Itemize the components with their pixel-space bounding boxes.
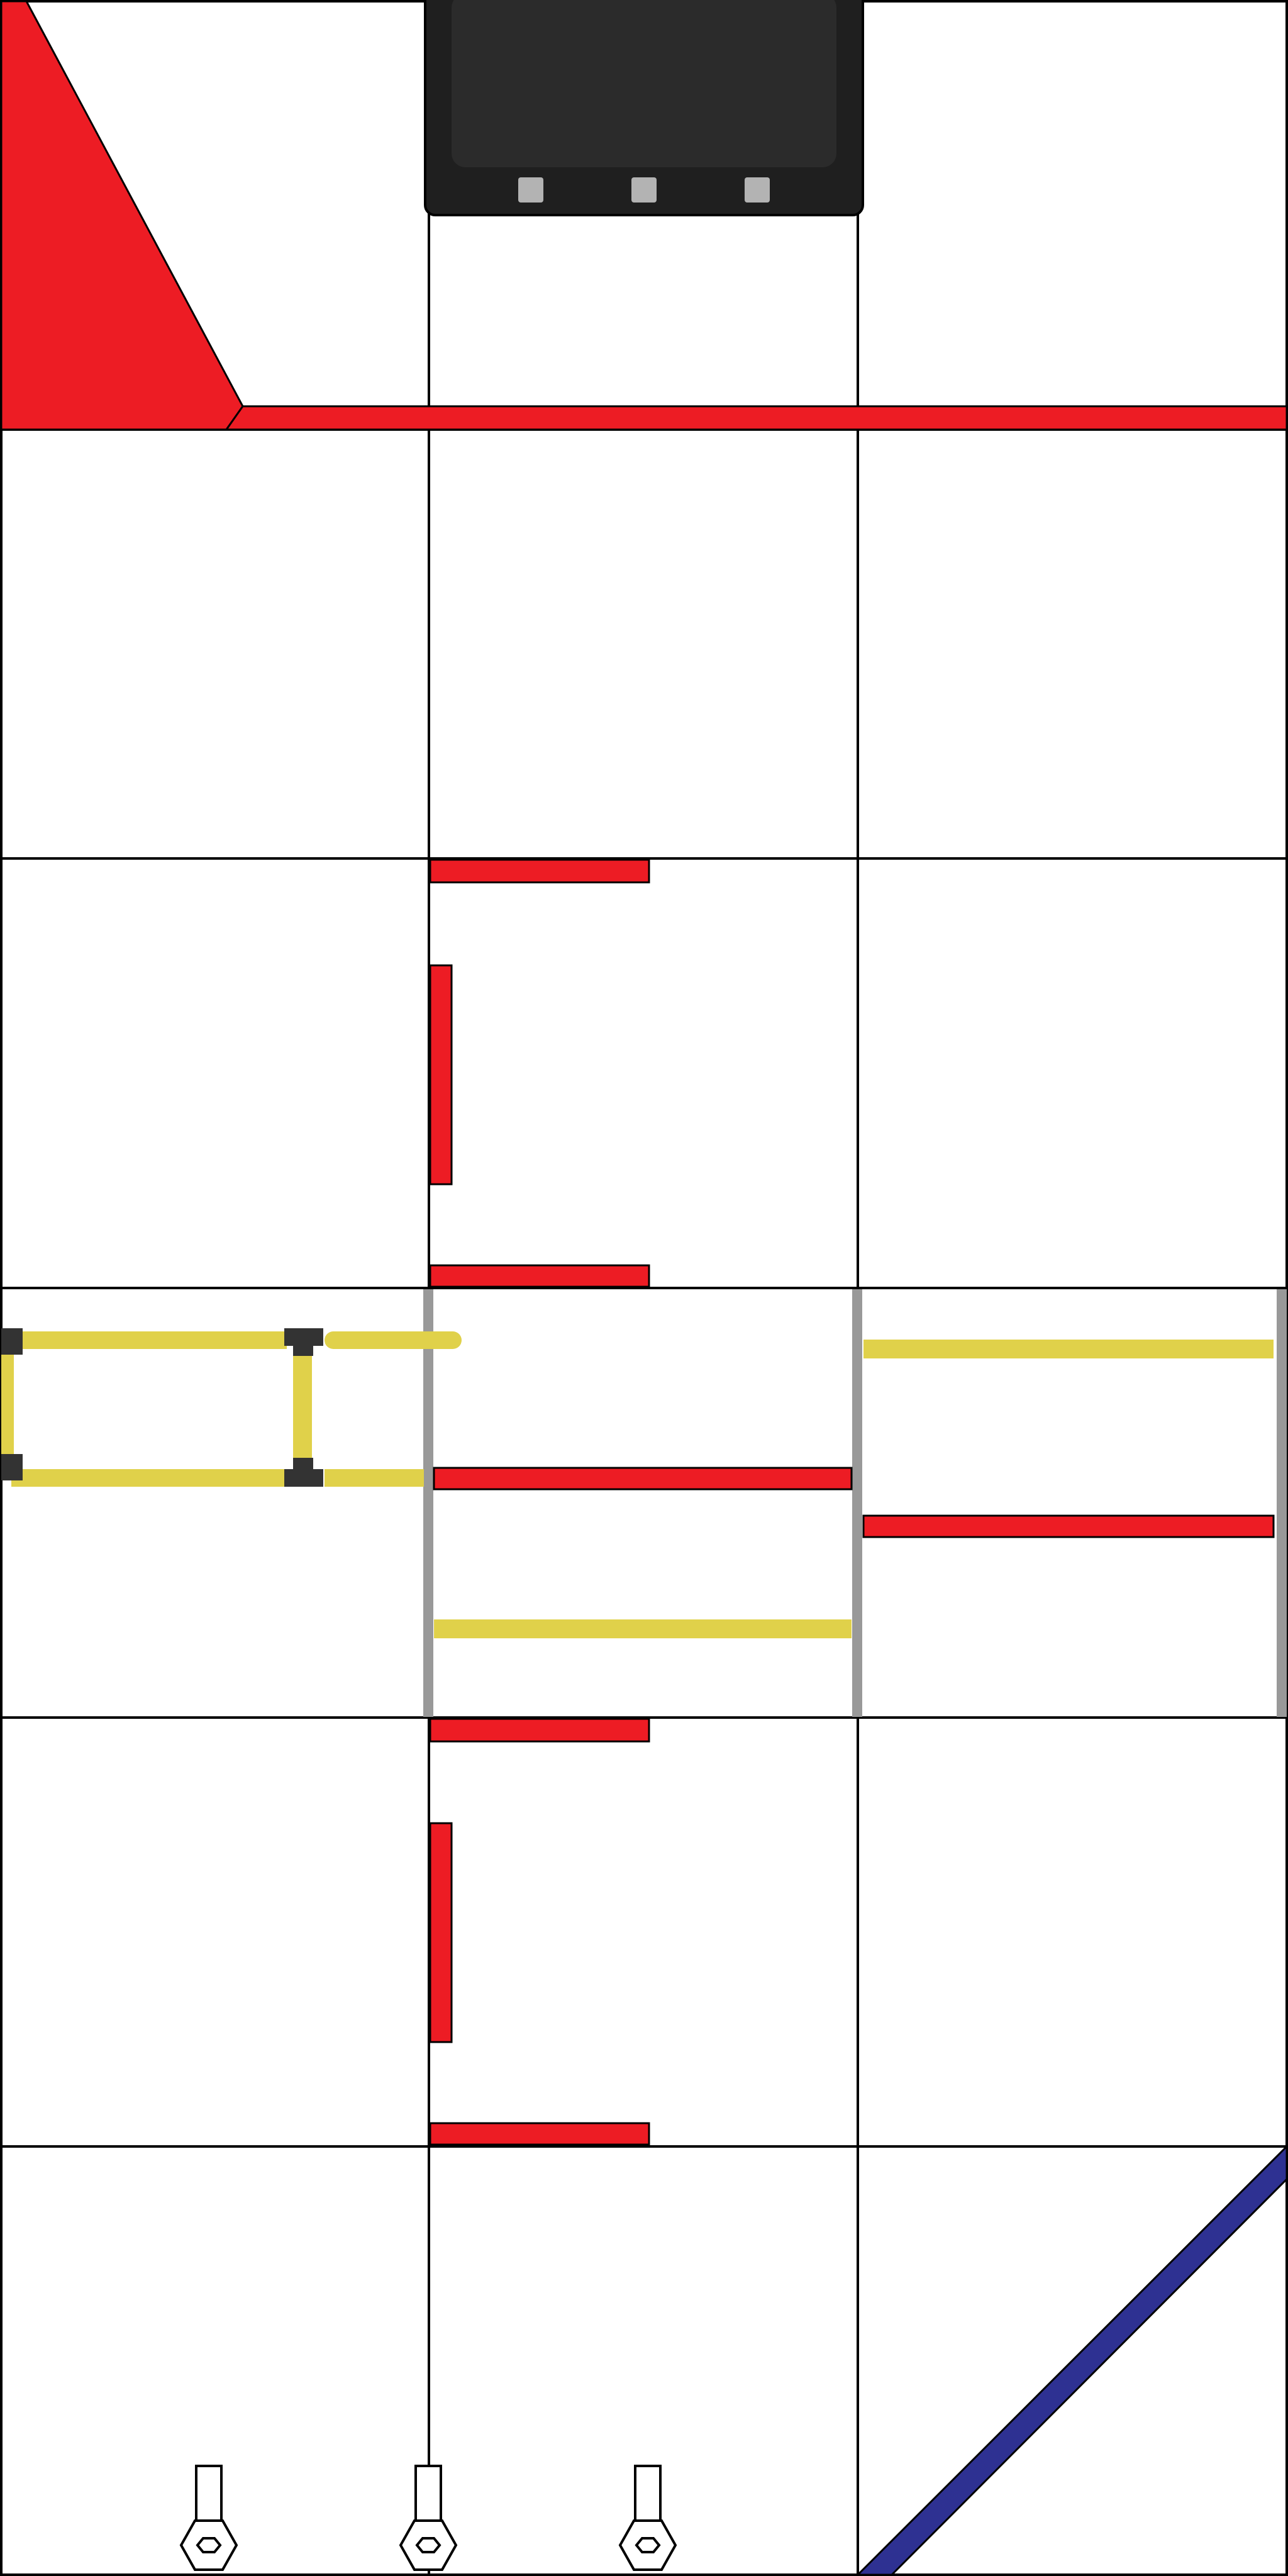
pin-3-stem [634, 2465, 662, 2522]
yellow-bar-middle [434, 1619, 852, 1638]
hex-nut-pin-icon[interactable] [179, 2465, 238, 2571]
console-screen [452, 0, 836, 167]
gray-post-right [1277, 1289, 1287, 1717]
red-wall-lower-top [429, 1718, 650, 1743]
console-button-1[interactable] [518, 177, 543, 203]
red-bar-middle [433, 1467, 853, 1491]
row4-mid-and-right-bars [433, 1340, 1275, 1638]
red-wall-lower-side [429, 1822, 453, 2043]
pin-2-hole [415, 2537, 441, 2553]
connector-top-mid-stem [293, 1346, 313, 1356]
pin-3-hole [635, 2537, 661, 2553]
pin-1-stem [195, 2465, 223, 2522]
yellow-rail-mid-vertical [293, 1352, 312, 1465]
hex-nut-pin-icon[interactable] [618, 2465, 677, 2571]
red-horizontal-wall-top [225, 405, 1288, 431]
connector-bottom-left [1, 1454, 23, 1480]
yellow-bar-right [863, 1340, 1274, 1358]
control-console-icon[interactable] [424, 0, 864, 216]
yellow-track-frame [1, 1328, 462, 1487]
yellow-rail-top-right [325, 1331, 462, 1349]
red-angle-wall [0, 0, 1288, 431]
pin-1-hole [196, 2537, 222, 2553]
blue-diagonal-wall [855, 2144, 1288, 2576]
console-button-3[interactable] [745, 177, 770, 203]
yellow-rail-bottom-right [325, 1469, 424, 1487]
red-bar-right [862, 1514, 1275, 1538]
red-wall-lower-bottom [429, 2122, 650, 2146]
gray-posts [423, 1289, 1287, 1717]
connector-top-left [1, 1328, 23, 1355]
pin-2-stem [414, 2465, 442, 2522]
gray-post-left [423, 1289, 433, 1717]
yellow-rail-bottom-left [11, 1469, 287, 1487]
hex-nut-pin-icon[interactable] [399, 2465, 458, 2571]
red-wall-upper-bottom [429, 1264, 650, 1288]
red-bracket-lower [429, 1718, 650, 2146]
console-button-2[interactable] [631, 177, 657, 203]
yellow-rail-top-left [11, 1331, 287, 1349]
red-wall-upper-top [429, 858, 650, 884]
connector-top-mid [284, 1328, 323, 1346]
yellow-rail-left-vertical [1, 1352, 14, 1465]
red-wall-upper-side [429, 964, 453, 1185]
connector-bottom-mid [284, 1469, 323, 1487]
red-bracket-upper [429, 858, 650, 1288]
connector-bottom-mid-stem [293, 1458, 313, 1469]
track-connectors [1, 1328, 323, 1487]
red-diagonal-wall [0, 0, 244, 431]
gray-post-middle [852, 1289, 862, 1717]
